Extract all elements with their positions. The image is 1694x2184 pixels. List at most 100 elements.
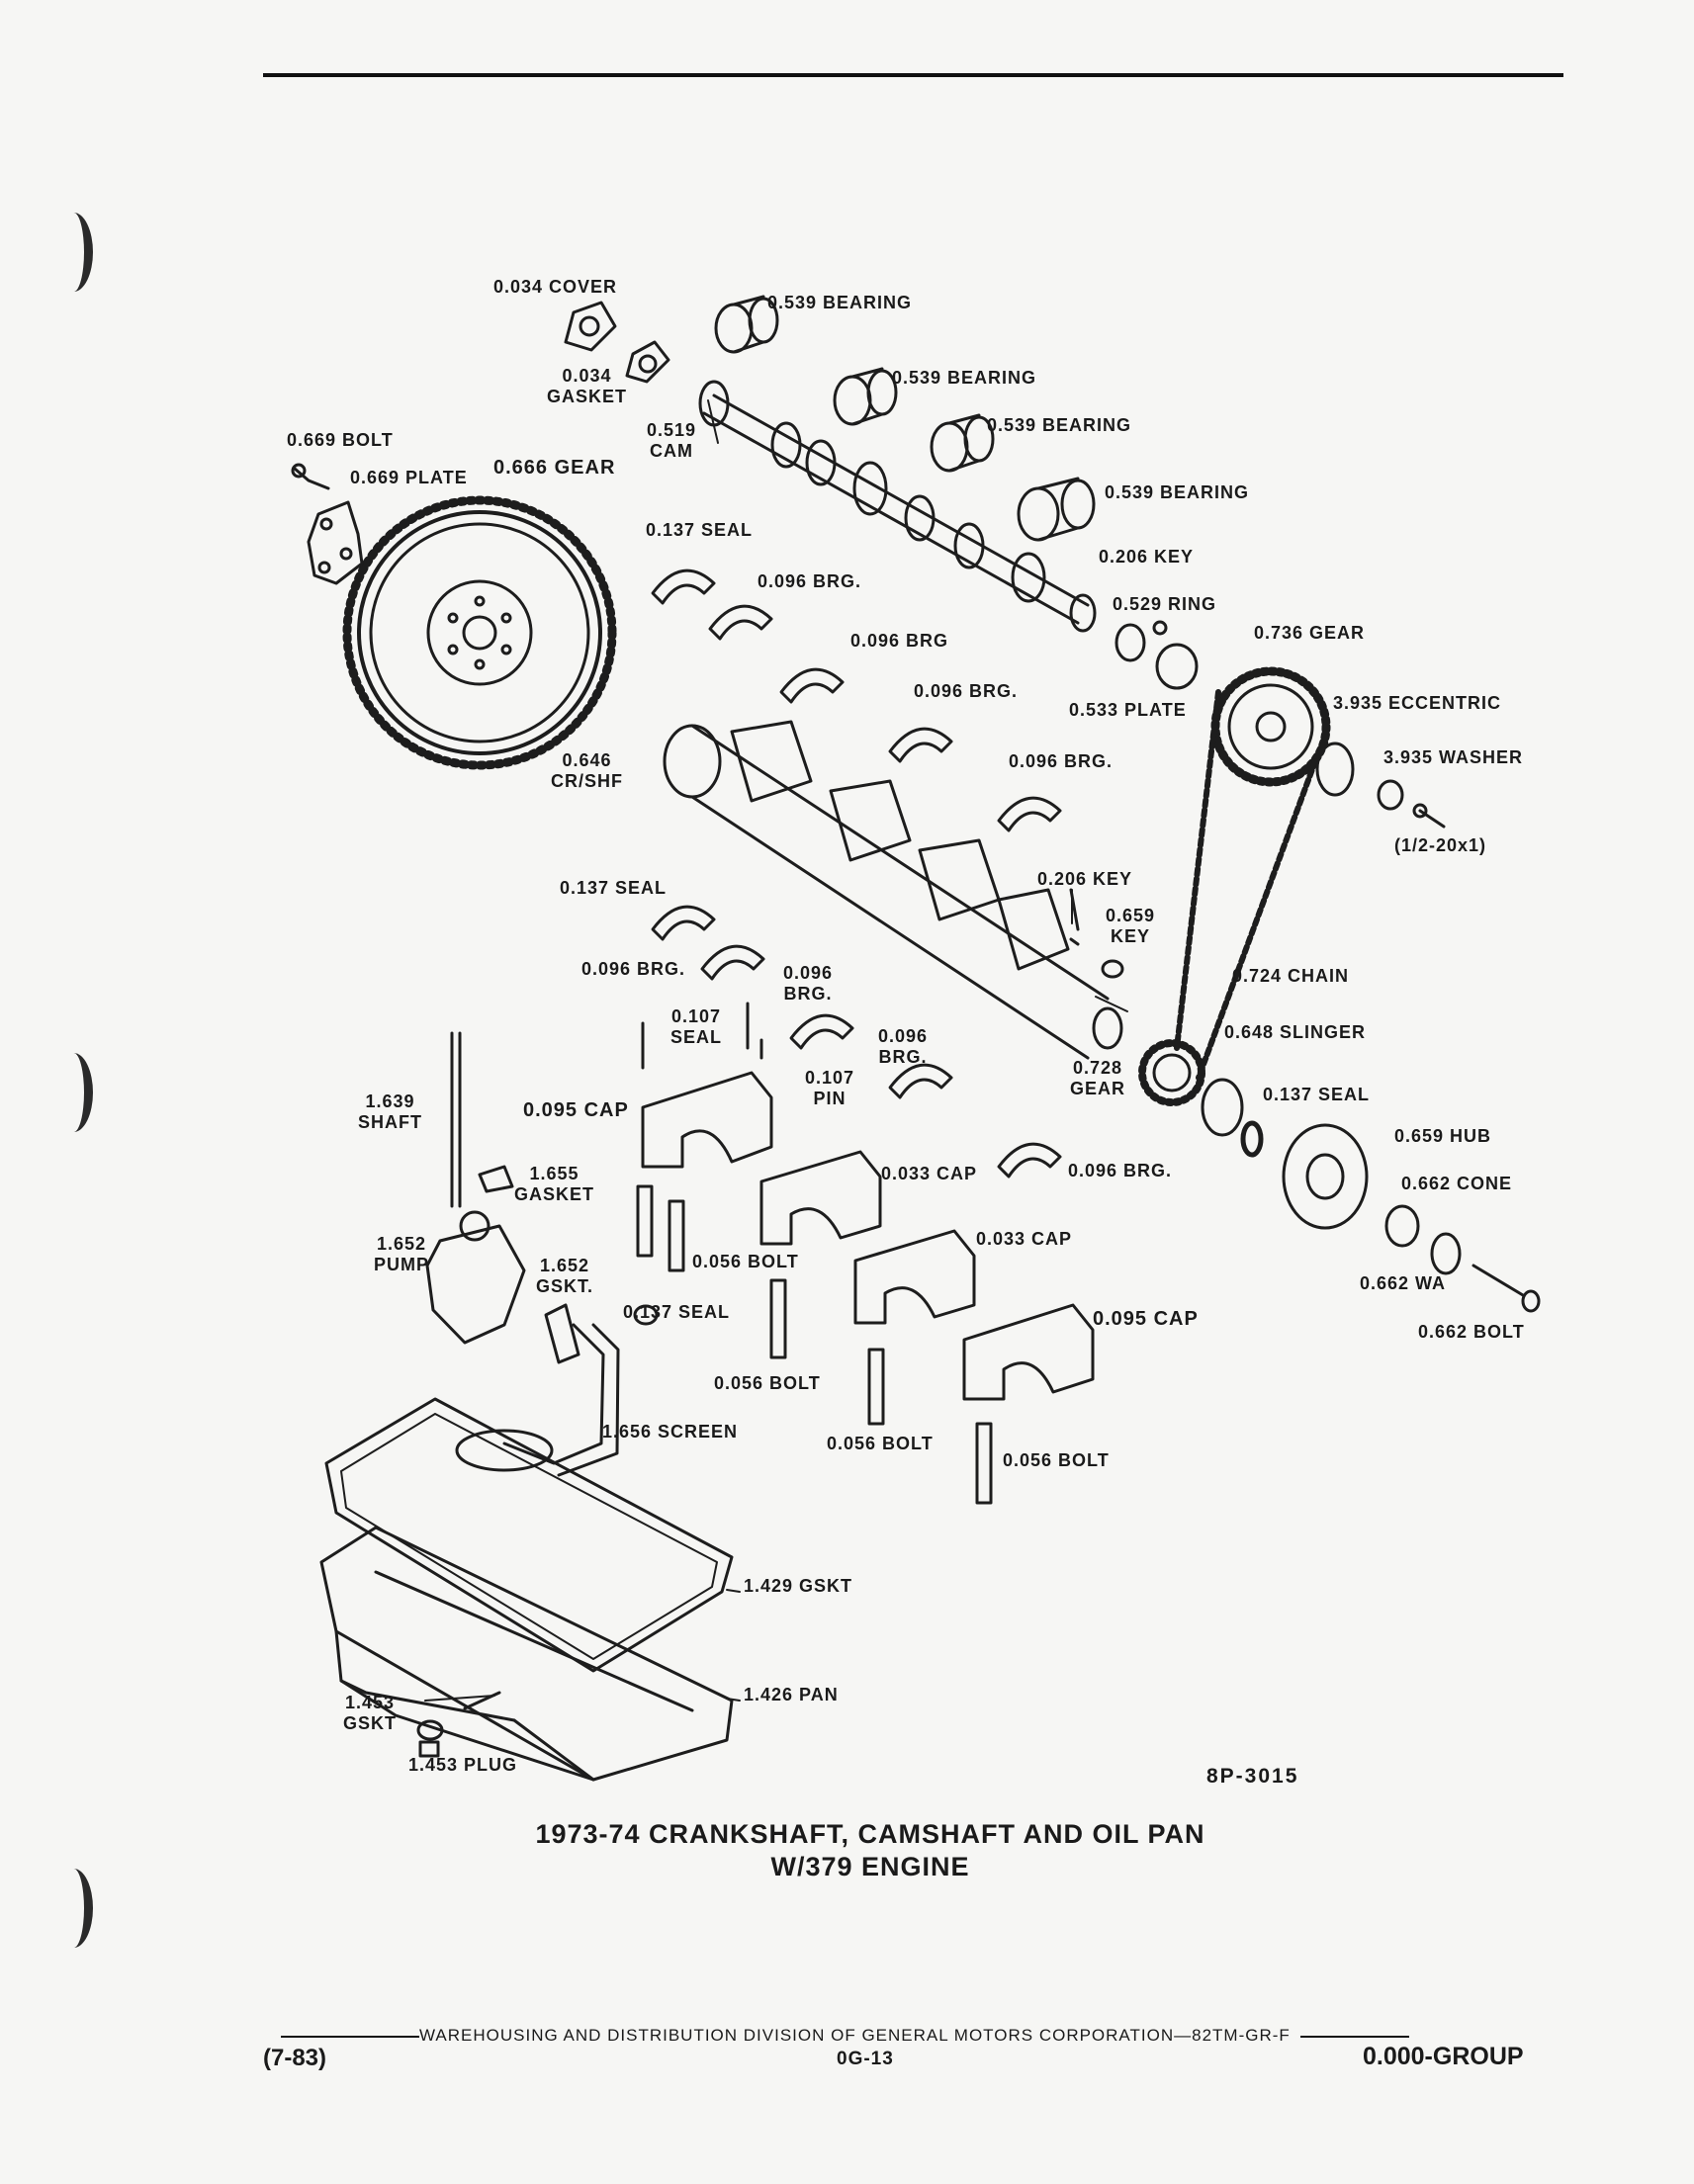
bolts-and-seals	[633, 888, 1124, 1505]
figure-caption-line1: 1973-74 CRANKSHAFT, CAMSHAFT AND OIL PAN	[535, 1819, 1205, 1849]
label-gskt-1429: 1.429 GSKT	[744, 1576, 853, 1596]
label-bolt-size: (1/2-20x1)	[1394, 835, 1487, 855]
timing-gears-and-chain	[1114, 620, 1446, 1158]
label-brg-096-d: 0.096 BRG.	[1009, 751, 1114, 771]
label-pump-text: 1.652 PUMP	[374, 1234, 430, 1274]
footer-page-number: 0G-13	[837, 2049, 894, 2069]
label-brg-096-g-text: 0.096 BRG.	[878, 1026, 929, 1067]
label-gasket-1655-text: 1.655 GASKET	[514, 1164, 595, 1204]
label-key-659: 0.659 KEY	[1106, 906, 1155, 946]
label-brg-096-b: 0.096 BRG	[850, 631, 949, 651]
label-ring-529: 0.529 RING	[1113, 594, 1217, 614]
label-brg-096-f-text: 0.096 BRG.	[783, 963, 834, 1004]
label-slinger: 0.648 SLINGER	[1224, 1022, 1367, 1042]
label-wa: 0.662 WA	[1360, 1273, 1447, 1293]
label-seal-107-text: 0.107 SEAL	[670, 1006, 723, 1047]
label-brg-096-e: 0.096 BRG.	[581, 959, 686, 979]
label-bolt-056-b: 0.056 BOLT	[714, 1373, 821, 1393]
label-bearing-4: 0.539 BEARING	[1105, 482, 1250, 502]
label-washer: 3.935 WASHER	[1383, 747, 1524, 767]
label-cover: 0.034 COVER	[493, 277, 618, 297]
label-key-206-top: 0.206 KEY	[1099, 547, 1195, 567]
label-brg-096-g: 0.096 BRG.	[878, 1026, 928, 1067]
label-key-659-text: 0.659 KEY	[1106, 906, 1156, 946]
label-key-206: 0.206 KEY	[1037, 869, 1133, 889]
footer-publisher-line: WAREHOUSING AND DISTRIBUTION DIVISION OF…	[281, 2026, 1537, 2046]
label-cap-033-a: 0.033 CAP	[881, 1164, 978, 1183]
label-gear-728-text: 0.728 GEAR	[1070, 1058, 1126, 1098]
label-chain: 0.724 CHAIN	[1232, 966, 1350, 986]
label-seal-137-top: 0.137 SEAL	[646, 520, 754, 540]
label-gskt-1453: 1.453 GSKT	[343, 1693, 397, 1733]
label-cap-095-right: 0.095 CAP	[1093, 1308, 1199, 1330]
label-gasket-1655: 1.655 GASKET	[514, 1164, 594, 1204]
label-pin-107-text: 0.107 PIN	[805, 1068, 855, 1108]
label-bolt-056-c: 0.056 BOLT	[827, 1434, 934, 1453]
footer-rule-left	[281, 2035, 419, 2038]
label-seal-137-left: 0.137 SEAL	[560, 878, 668, 898]
label-gskt-1652-text: 1.652 GSKT.	[536, 1256, 594, 1296]
top-rule	[263, 73, 1563, 77]
label-screen: 1.656 SCREEN	[602, 1422, 739, 1441]
label-seal-137-right: 0.137 SEAL	[1263, 1085, 1371, 1104]
oil-pan	[319, 1526, 734, 1782]
label-gskt-1453-text: 1.453 GSKT	[343, 1693, 398, 1733]
camshaft	[698, 380, 1097, 633]
flywheel-gear	[342, 495, 617, 770]
label-pin-107: 0.107 PIN	[805, 1068, 854, 1108]
main-bearing-shells	[651, 568, 1062, 1179]
label-bearing-2: 0.539 BEARING	[892, 368, 1037, 388]
hub-and-damper	[1282, 1123, 1541, 1313]
label-gear-666: 0.666 GEAR	[493, 457, 616, 479]
label-eccentric: 3.935 ECCENTRIC	[1333, 693, 1502, 713]
label-brg-096-c: 0.096 BRG.	[914, 681, 1019, 701]
label-plate-533: 0.533 PLATE	[1069, 700, 1187, 720]
label-crankshaft-text: 0.646 CR/SHF	[551, 750, 623, 791]
label-hub: 0.659 HUB	[1394, 1126, 1492, 1146]
flywheel-plate	[307, 500, 364, 585]
label-gear-736: 0.736 GEAR	[1254, 623, 1366, 643]
label-bolt-662: 0.662 BOLT	[1418, 1322, 1525, 1342]
label-brg-096-f: 0.096 BRG.	[783, 963, 833, 1004]
binder-hole-middle	[54, 1053, 93, 1132]
label-gskt-1652: 1.652 GSKT.	[536, 1256, 593, 1296]
crankshaft	[663, 720, 1123, 1060]
footer-date: (7-83)	[263, 2045, 327, 2071]
main-bearing-caps	[641, 1071, 1095, 1401]
figure-caption-line2: W/379 ENGINE	[770, 1852, 970, 1881]
label-plate-669: 0.669 PLATE	[350, 468, 468, 487]
figure-code: 8P-3015	[1206, 1765, 1299, 1788]
footer-rule-right	[1299, 2035, 1409, 2038]
label-cap-033-b: 0.033 CAP	[976, 1229, 1073, 1249]
label-gasket-034-text: 0.034 GASKET	[547, 366, 628, 406]
binder-hole-bottom	[54, 1869, 93, 1948]
label-seal-137-bottom: 0.137 SEAL	[623, 1302, 731, 1322]
cam-bearings	[714, 295, 1096, 542]
label-cam: 0.519 CAM	[647, 420, 696, 461]
label-shaft-text: 1.639 SHAFT	[358, 1092, 422, 1132]
label-brg-096-h: 0.096 BRG.	[1068, 1161, 1173, 1180]
label-bolt-056-a: 0.056 BOLT	[692, 1252, 799, 1271]
label-pump: 1.652 PUMP	[374, 1234, 429, 1274]
binder-hole-top	[54, 213, 93, 292]
leader-lines	[424, 399, 1128, 1702]
label-cam-text: 0.519 CAM	[647, 420, 697, 461]
label-crankshaft: 0.646 CR/SHF	[551, 750, 623, 791]
oil-pan-gasket	[324, 1397, 734, 1673]
label-bolt-669: 0.669 BOLT	[287, 430, 394, 450]
footer-publisher-text: WAREHOUSING AND DISTRIBUTION DIVISION OF…	[419, 2026, 1291, 2045]
label-gasket-034: 0.034 GASKET	[547, 366, 627, 406]
label-cap-095-left: 0.095 CAP	[523, 1099, 629, 1121]
oil-pump-assembly	[425, 1031, 620, 1477]
label-pan: 1.426 PAN	[744, 1685, 839, 1704]
label-plug: 1.453 PLUG	[408, 1755, 518, 1775]
label-brg-096-a: 0.096 BRG.	[758, 571, 862, 591]
footer-group: 0.000-GROUP	[1363, 2043, 1524, 2070]
label-seal-107: 0.107 SEAL	[670, 1006, 722, 1047]
label-cone: 0.662 CONE	[1401, 1174, 1513, 1193]
label-shaft: 1.639 SHAFT	[358, 1092, 422, 1132]
cover-and-gasket	[564, 301, 670, 384]
flywheel-bolt	[291, 463, 330, 490]
